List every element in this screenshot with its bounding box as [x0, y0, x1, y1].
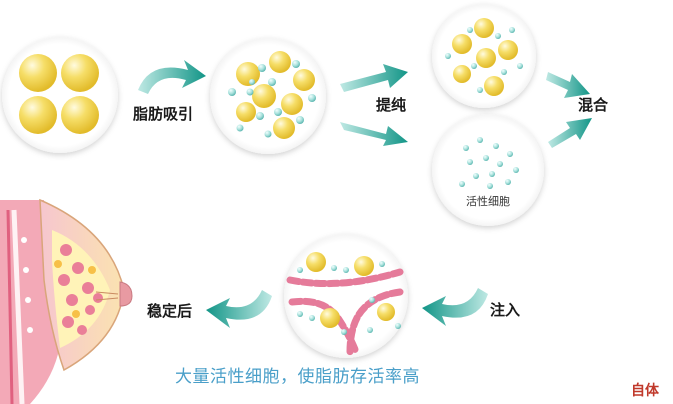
- arrow-mix-top: [546, 72, 590, 98]
- label-after-stable: 稳定后: [147, 302, 193, 320]
- arrow-purify-up: [340, 64, 408, 92]
- arrow-mix-bottom: [548, 118, 592, 148]
- breast-illustration: [0, 198, 133, 404]
- label-mix: 混合: [578, 96, 609, 114]
- arrow-purify-down: [340, 122, 408, 146]
- disc-purified-fat: [432, 4, 536, 108]
- disc-fat-cells: [2, 37, 118, 153]
- label-active-cells: 活性细胞: [466, 195, 510, 208]
- label-fat-suction: 脂肪吸引: [133, 105, 194, 123]
- watermark: 自体: [631, 383, 659, 399]
- disc-extracted-mix: [210, 38, 326, 154]
- label-inject: 注入: [490, 301, 521, 319]
- disc-injection-tissue: [284, 234, 408, 358]
- arrow-inject: [422, 288, 488, 326]
- arrow-stable: [206, 290, 272, 328]
- caption: 大量活性细胞，使脂肪存活率高: [175, 367, 420, 387]
- disc-active-cells: [432, 114, 544, 226]
- arrow-suction: [138, 60, 206, 94]
- label-purify: 提纯: [376, 96, 407, 114]
